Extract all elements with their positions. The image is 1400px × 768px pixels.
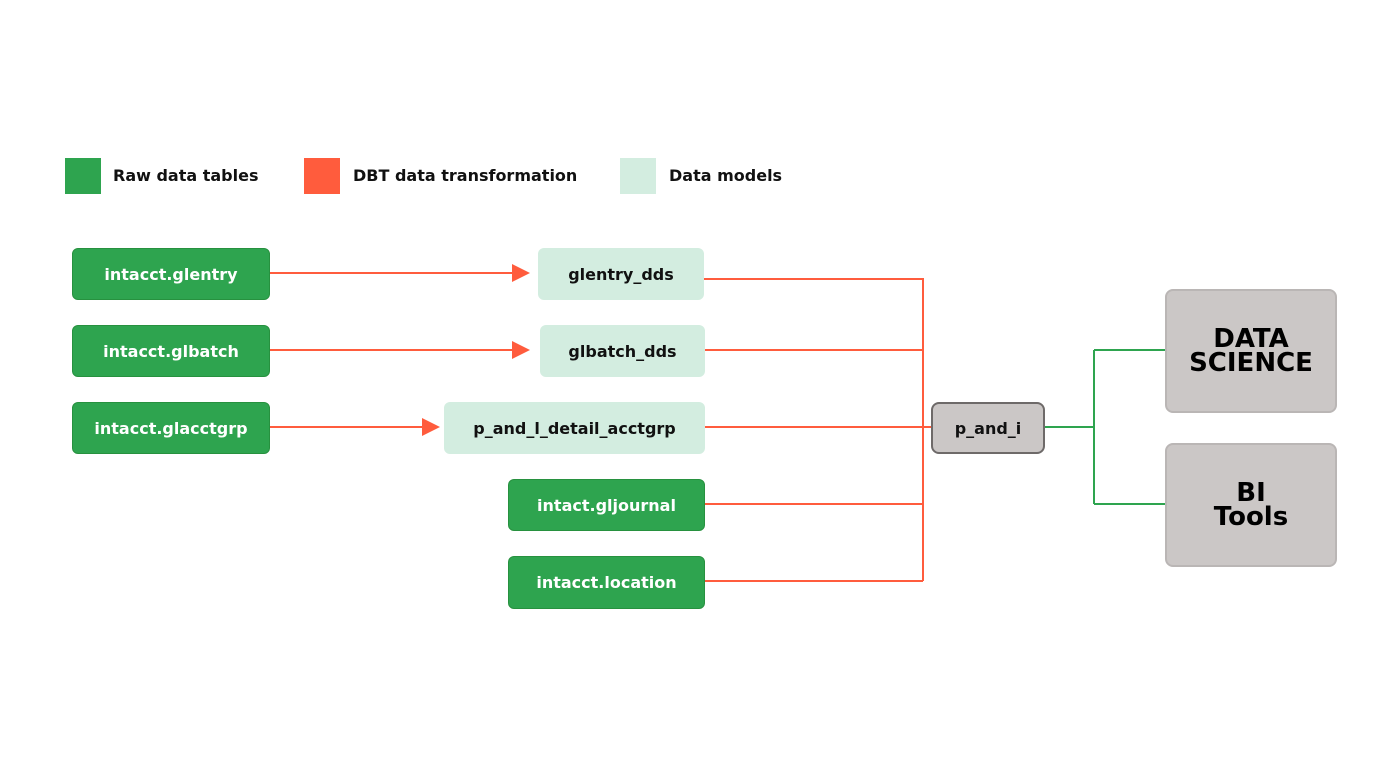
node-p-and-l-detail-acctgrp: p_and_l_detail_acctgrp: [444, 402, 705, 454]
legend-label-transform: DBT data transformation: [353, 166, 578, 185]
edge-glentry-dds-to-bus: [704, 278, 924, 581]
node-glbatch-dds: glbatch_dds: [540, 325, 705, 377]
legend-label-model: Data models: [669, 166, 783, 185]
data-science-line1: DATA: [1213, 324, 1289, 354]
data-science-line2: SCIENCE: [1189, 348, 1313, 378]
node-p-and-i: p_and_i: [931, 402, 1045, 454]
node-intacct-glacctgrp: intacct.glacctgrp: [72, 402, 270, 454]
node-intacct-location: intacct.location: [508, 556, 705, 609]
node-glentry-dds: glentry_dds: [538, 248, 704, 300]
legend-label-raw: Raw data tables: [113, 166, 259, 185]
arrowhead-glacctgrp: [422, 418, 440, 436]
arrowhead-glbatch: [512, 341, 530, 359]
legend-swatch-raw: [65, 158, 101, 194]
node-intacct-glentry: intacct.glentry: [72, 248, 270, 300]
node-intacct-glbatch: intacct.glbatch: [72, 325, 270, 377]
bi-tools-line1: BI: [1236, 478, 1266, 508]
legend-swatch-model: [620, 158, 656, 194]
legend-swatch-transform: [304, 158, 340, 194]
arrowhead-glentry: [512, 264, 530, 282]
node-data-science: DATA SCIENCE: [1165, 289, 1337, 413]
node-bi-tools: BI Tools: [1165, 443, 1337, 567]
node-intact-gljournal: intact.gljournal: [508, 479, 705, 531]
bi-tools-line2: Tools: [1213, 502, 1289, 532]
